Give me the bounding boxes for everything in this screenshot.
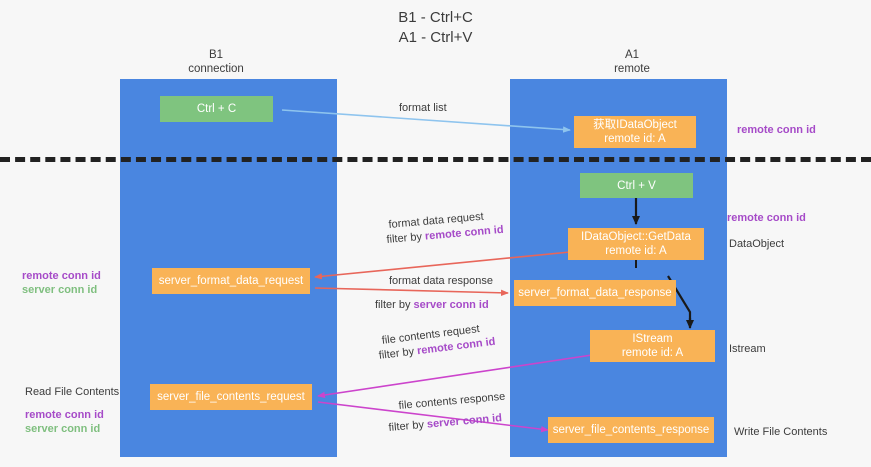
lane-title-a1: A1 remote [614,49,650,75]
edge-label-format-data-response: format data response [389,275,493,287]
side-label-dataobject: DataObject [729,238,785,250]
node-server-format-data-request[interactable]: server_format_data_request [152,268,310,294]
filter-key-server-conn-id: server conn id [426,412,503,431]
side-label-left-server-conn-id-bottom: server conn id [25,423,101,435]
node-ctrl-v[interactable]: Ctrl + V [580,173,693,198]
node-ctrl-c[interactable]: Ctrl + C [160,96,273,122]
node-istream[interactable]: IStream remote id: A [590,330,715,362]
edge-label-file-contents-response-filter: filter by server conn id [388,411,503,436]
side-label-istream: Istream [729,343,766,355]
node-server-file-contents-request[interactable]: server_file_contents_request [150,384,312,410]
node-get-idataobject[interactable]: 获取IDataObject remote id: A [574,116,696,148]
side-label-read-file-contents: Read File Contents [25,386,120,398]
side-label-remote-conn-id-top: remote conn id [737,124,816,136]
filter-prefix: filter by [386,230,426,246]
filter-prefix: filter by [388,418,428,434]
edge-label-format-list: format list [399,102,447,114]
node-idataobject-getdata[interactable]: IDataObject::GetData remote id: A [568,228,704,260]
filter-prefix: filter by [378,345,418,362]
section-divider [0,157,871,162]
side-label-left-server-conn-id-middle: server conn id [22,284,98,296]
page-title: B1 - Ctrl+C A1 - Ctrl+V [398,9,473,46]
lane-title-b1: B1 connection [188,49,244,75]
side-label-remote-conn-id-middle: remote conn id [727,212,806,224]
side-label-left-remote-conn-id-middle: remote conn id [22,270,101,282]
side-label-write-file-contents: Write File Contents [734,426,828,438]
filter-prefix: filter by [375,299,414,311]
side-label-left-remote-conn-id-bottom: remote conn id [25,409,104,421]
filter-key-server-conn-id: server conn id [413,299,489,311]
edge-label-file-contents-response: file contents response [398,390,506,412]
node-server-file-contents-response[interactable]: server_file_contents_response [548,417,714,443]
node-server-format-data-response[interactable]: server_format_data_response [514,280,676,306]
edge-label-format-data-response-filter: filter by server conn id [375,298,489,313]
